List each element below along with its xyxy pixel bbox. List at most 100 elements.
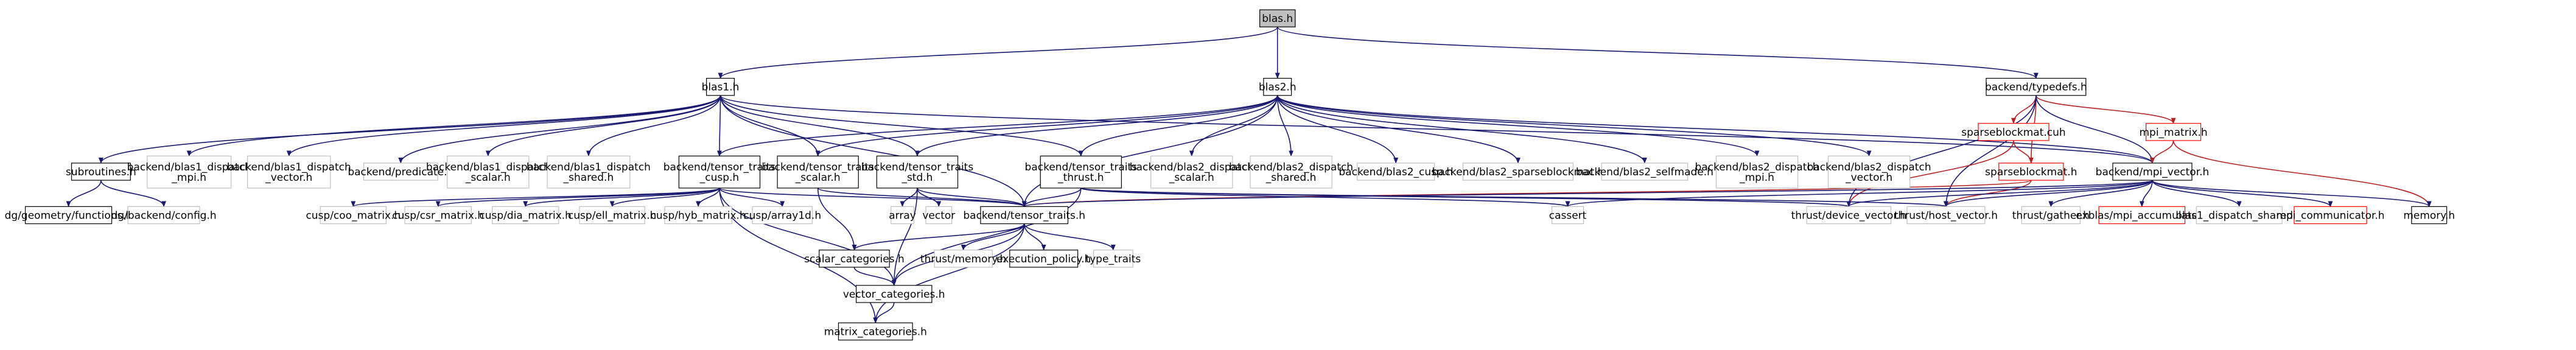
- node-box: [247, 155, 331, 189]
- node-label: sparseblockmat.h: [1985, 166, 2077, 178]
- graph-node-backend-config[interactable]: dg/backend/config.h: [111, 206, 217, 225]
- edges: [66, 26, 2432, 324]
- node-box: [876, 155, 959, 189]
- graph-node-mpi-matrix[interactable]: mpi_matrix.h: [2139, 123, 2208, 141]
- graph-node-blas2-dispatch-scalar[interactable]: backend/blas2_dispatch_scalar.h: [1130, 155, 1254, 189]
- node-box: [2098, 206, 2186, 225]
- graph-node-mpi-communicator[interactable]: mpi_communicator.h: [2276, 206, 2385, 225]
- graph-node-predicate-h[interactable]: backend/predicate.h: [348, 163, 453, 181]
- graph-node-vector[interactable]: vector: [922, 206, 955, 225]
- node-box: [2021, 206, 2081, 225]
- edge-tt-scalar-to-scalar-categories: [817, 187, 857, 251]
- graph-node-mpi-vector[interactable]: backend/mpi_vector.h: [2096, 163, 2210, 181]
- graph-node-blas1-dispatch-vector[interactable]: backend/blas1_dispatch_vector.h: [227, 155, 351, 189]
- node-box: [1150, 155, 1233, 189]
- graph-node-tensor-traits-h[interactable]: backend/tensor_traits.h: [963, 206, 1085, 225]
- graph-node-blas2-dispatch-shared[interactable]: backend/blas2_dispatch_shared.h: [1229, 155, 1353, 189]
- node-box: [1259, 9, 1296, 27]
- graph-node-geometry-functions[interactable]: dg/geometry/functions.h: [5, 206, 133, 225]
- graph-node-blas1-h[interactable]: blas1.h: [702, 77, 740, 96]
- graph-node-exblas-mpi[interactable]: exblas/mpi_accumulate.h: [2076, 206, 2208, 225]
- node-box: [678, 155, 761, 189]
- node-box: [491, 206, 559, 225]
- edge-blas1-h-to-tt-std: [719, 95, 920, 157]
- node-box: [447, 155, 530, 189]
- edge-mpi-vector-to-exblas-mpi: [2139, 180, 2153, 208]
- edge-tensor-traits-h-to-execution-policy: [1023, 223, 1046, 251]
- graph-node-blas-h[interactable]: blas.h: [1259, 9, 1296, 27]
- graph-node-blas1-dispatch-shared[interactable]: backend/blas1_dispatch_shared.h: [527, 155, 651, 189]
- node-label: _mpi.h: [171, 172, 206, 184]
- graph-node-blas2-cusp[interactable]: backend/blas2_cusp.h: [1339, 163, 1453, 181]
- graph-node-subroutines-h[interactable]: subroutines.h: [66, 163, 136, 181]
- graph-node-vector-categories[interactable]: vector_categories.h: [843, 285, 945, 303]
- node-box: [1040, 155, 1122, 189]
- node-label: _scalar.h: [465, 172, 511, 184]
- edge-mpi-vector-to-memory-h: [2152, 180, 2432, 208]
- edge-blas2-h-to-blas2-sparseblockmat: [1276, 95, 1521, 164]
- graph-node-blas1-dispatch-mpi[interactable]: backend/blas1_dispatch_mpi.h: [127, 155, 251, 189]
- graph-node-array[interactable]: array: [889, 206, 916, 225]
- node-label: _shared.h: [1265, 172, 1317, 184]
- graph-node-sparseblockmat-cuh[interactable]: sparseblockmat.cuh: [1961, 123, 2066, 141]
- edge-blas1-h-to-predicate-h: [398, 95, 721, 164]
- graph-node-tt-thrust[interactable]: backend/tensor_traits_thrust.h: [1025, 155, 1138, 189]
- graph-node-cassert[interactable]: cassert: [1549, 206, 1587, 225]
- node-box: [706, 77, 735, 96]
- node-label: backend/blas2_cusp.h: [1339, 166, 1453, 178]
- node-box: [127, 206, 200, 225]
- node-label: dg/geometry/functions.h: [5, 209, 133, 222]
- edge-blas2-h-to-tt-cusp: [717, 95, 1278, 157]
- graph-node-hyb-matrix[interactable]: cusp/hyb_matrix.h: [651, 206, 746, 225]
- node-label: backend/blas1_dispatch: [527, 161, 651, 173]
- graph-node-tt-cusp[interactable]: backend/tensor_traits_cusp.h: [663, 155, 776, 189]
- edge-blas1-h-to-blas1-dispatch-mpi: [186, 95, 721, 157]
- edge-typedefs-h-to-mpi-vector: [2035, 95, 2155, 164]
- graph-node-blas2-dispatch-vector[interactable]: backend/blas2_dispatch_vector.h: [1807, 155, 1931, 189]
- graph-node-cusp-array1d[interactable]: cusp/array1d.h: [743, 206, 821, 225]
- node-box: [934, 250, 993, 268]
- edge-blas-h-to-blas1-h: [718, 26, 1278, 79]
- graph-node-csr-matrix[interactable]: cusp/csr_matrix.h: [392, 206, 484, 225]
- node-label: thrust/gather.h: [2012, 209, 2090, 222]
- graph-node-execution-policy[interactable]: execution_policy.h: [996, 250, 1091, 268]
- node-label: backend/blas2_dispatch: [1130, 161, 1254, 173]
- edge-blas2-h-to-blas2-dispatch-vector: [1276, 95, 1872, 157]
- graph-node-scalar-categories[interactable]: scalar_categories.h: [804, 250, 905, 268]
- graph-node-typedefs-h[interactable]: backend/typedefs.h: [1985, 77, 2087, 96]
- graph-node-thrust-gather[interactable]: thrust/gather.h: [2012, 206, 2090, 225]
- edge-sparseblockmat-cuh-to-sparseblockmat-h: [2013, 140, 2034, 164]
- edge-mpi-vector-to-tensor-traits-h: [1022, 180, 2153, 208]
- graph-node-type-traits[interactable]: type_traits: [1085, 250, 1141, 268]
- graph-node-tt-scalar[interactable]: backend/tensor_traits_scalar.h: [761, 155, 874, 189]
- graph-node-blas1-dispatch-scalar[interactable]: backend/blas1_dispatch_scalar.h: [426, 155, 550, 189]
- graph-node-sparseblockmat-h[interactable]: sparseblockmat.h: [1985, 163, 2077, 181]
- graph-node-device-vector[interactable]: thrust/device_vector.h: [1791, 206, 1906, 225]
- graph-node-memory-h[interactable]: memory.h: [2403, 206, 2455, 225]
- edge-blas2-h-to-tt-std: [915, 95, 1278, 157]
- graph-node-ell-matrix[interactable]: cusp/ell_matrix.h: [568, 206, 657, 225]
- graph-node-matrix-categories[interactable]: matrix_categories.h: [824, 322, 927, 341]
- node-box: [855, 285, 933, 303]
- node-label: blas.h: [1262, 13, 1293, 25]
- graph-node-blas1-dispatch-shared2[interactable]: blas1_dispatch_shared.h: [2175, 206, 2303, 225]
- node-label: cusp/coo_matrix.h: [306, 209, 401, 222]
- edge-mpi-matrix-to-memory-h: [2172, 140, 2432, 208]
- graph-node-dia-matrix[interactable]: cusp/dia_matrix.h: [479, 206, 572, 225]
- node-label: blas1.h: [702, 82, 740, 94]
- graph-node-thrust-memory[interactable]: thrust/memory.h: [920, 250, 1006, 268]
- edge-tensor-traits-h-to-thrust-memory: [961, 223, 1025, 251]
- graph-node-blas2-h[interactable]: blas2.h: [1259, 77, 1297, 96]
- edge-tt-cusp-to-ell-matrix: [609, 187, 720, 208]
- graph-node-blas2-sparseblockmat[interactable]: backend/blas2_sparseblockmat.h: [1432, 163, 1604, 181]
- edge-blas1-h-to-tt-thrust: [719, 95, 1083, 157]
- graph-node-tt-std[interactable]: backend/tensor_traits_std.h: [861, 155, 974, 189]
- edge-blas2-h-to-blas2-selfmade: [1276, 95, 1647, 164]
- graph-node-host-vector[interactable]: thrust/host_vector.h: [1894, 206, 1998, 225]
- node-box: [2196, 206, 2283, 225]
- graph-node-coo-matrix[interactable]: cusp/coo_matrix.h: [306, 206, 401, 225]
- graph-node-blas2-selfmade[interactable]: backend/blas2_selfmade.h: [1576, 163, 1713, 181]
- graph-node-blas2-dispatch-mpi[interactable]: backend/blas2_dispatch_mpi.h: [1695, 155, 1819, 189]
- edge-blas1-h-to-tt-cusp: [716, 95, 722, 157]
